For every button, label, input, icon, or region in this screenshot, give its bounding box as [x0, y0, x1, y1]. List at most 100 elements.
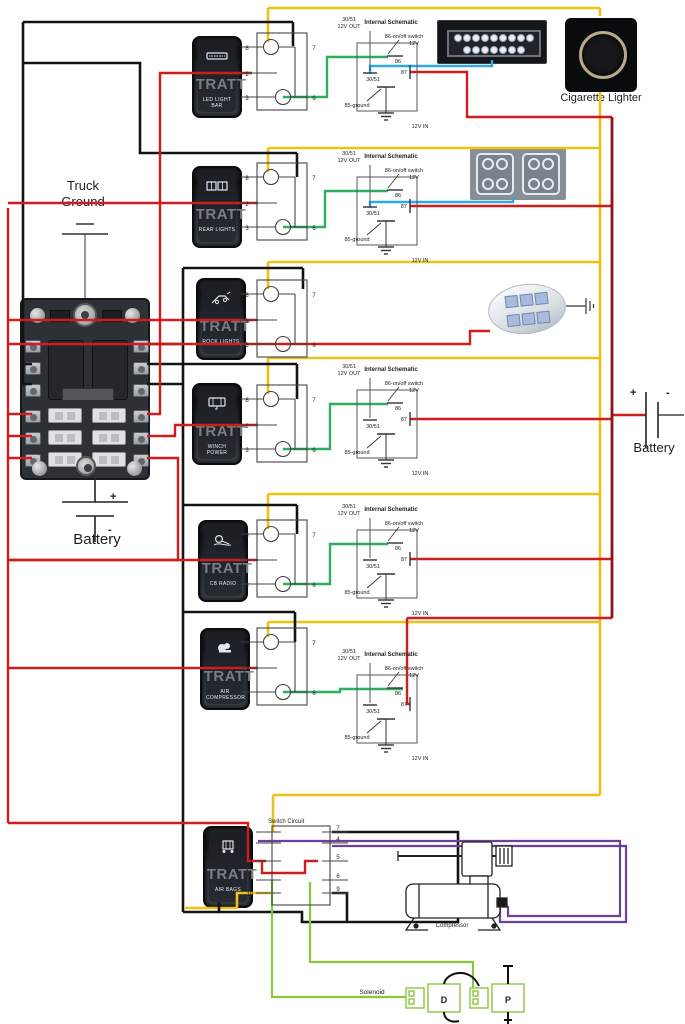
- rear-light-pod: [476, 153, 514, 195]
- switch-schematic-air-compressor: [240, 627, 317, 706]
- rocker-brand: TRATT: [201, 560, 253, 577]
- terminal: [133, 384, 149, 397]
- sc-pin-9: 9: [336, 887, 340, 893]
- compressor-label: Compressor: [436, 923, 469, 929]
- solenoid-air-lines: [443, 965, 513, 1024]
- terminal: [25, 432, 41, 445]
- battery-left-label: Battery: [73, 531, 121, 548]
- sc-pin-4: 4: [336, 837, 340, 843]
- brand-plate: [62, 388, 114, 401]
- rock-lights-icon: [211, 291, 231, 305]
- rock-light-image: [485, 280, 569, 338]
- lighter-socket-ring: [579, 31, 627, 79]
- compressor-drawing: [397, 841, 513, 931]
- solenoid-label: Solenoid: [359, 989, 385, 996]
- purple-compressor-wires: [258, 839, 628, 924]
- air-bags-icon: [222, 840, 234, 853]
- relay-led-light-bar: [336, 16, 430, 131]
- led-light-bar-icon: [206, 52, 228, 60]
- solenoid-p-label: P: [505, 995, 511, 1005]
- terminal: [25, 340, 41, 353]
- accessory-slot: [50, 310, 70, 322]
- screw-icon: [127, 461, 142, 476]
- rocker-label: REAR LIGHTS: [198, 227, 236, 233]
- truck-ground-symbol: [62, 223, 108, 298]
- terminal: [133, 410, 149, 423]
- terminal: [133, 362, 149, 375]
- fuse-block: [20, 298, 150, 480]
- battery-left-plus: +: [110, 491, 116, 503]
- fuse: [48, 430, 82, 445]
- rocker-switch-led-light-bar: TRATT LED LIGHT BAR: [192, 36, 246, 118]
- rocker-switch-air-compressor: TRATT AIR COMPRESSOR: [200, 628, 254, 710]
- sc-pin-6: 6: [336, 874, 340, 880]
- screw-icon: [125, 308, 140, 323]
- battery-right-label: Battery: [633, 440, 675, 455]
- rocker-label: CB RADIO: [209, 581, 237, 587]
- rocker-label: AIR BAGS: [214, 887, 242, 893]
- solenoid-d-label: D: [441, 995, 448, 1005]
- switch-schematic-rear-lights: [240, 162, 317, 241]
- accessory-slot: [102, 310, 122, 322]
- cb-radio-icon: [213, 534, 232, 546]
- rocker-face: TRATT CB RADIO: [202, 526, 252, 596]
- terminal: [25, 384, 41, 397]
- terminal: [25, 410, 41, 423]
- battery-right-minus: -: [666, 387, 670, 399]
- switch-schematic-cb-radio: [240, 519, 317, 598]
- sc-pin-5: 5: [336, 855, 340, 861]
- rocker-switch-air-bags: TRATT AIR BAGS: [203, 826, 257, 908]
- fuse: [92, 452, 126, 467]
- sc-pin-7: 7: [336, 826, 340, 832]
- fuse: [92, 408, 126, 423]
- rocker-face: TRATT LED LIGHT BAR: [196, 42, 246, 112]
- relay-air-compressor: [336, 648, 430, 763]
- screw-icon: [30, 308, 45, 323]
- terminal: [133, 340, 149, 353]
- fuse: [48, 408, 82, 423]
- winch-power-icon: [208, 397, 226, 410]
- solenoid-wires: [270, 880, 475, 999]
- air-compressor-icon: [218, 643, 231, 653]
- relay-rear-lights: [336, 150, 430, 265]
- rocker-switch-rock-lights: TRATT ROCK LIGHTS: [196, 278, 250, 360]
- rocker-brand: TRATT: [195, 206, 247, 223]
- yellow-power-wires: [185, 6, 602, 910]
- relay-winch-power: [336, 363, 430, 478]
- rocker-brand: TRATT: [195, 76, 247, 93]
- truck-ground-label: Truck Ground: [61, 178, 105, 209]
- terminal: [25, 362, 41, 375]
- rocker-face: TRATT WINCH POWER: [196, 389, 246, 459]
- relay-cb-radio: [336, 503, 430, 618]
- rocker-brand: TRATT: [203, 668, 255, 685]
- rocker-label: ROCK LIGHTS: [202, 339, 240, 345]
- solenoid-valves: [405, 983, 525, 1013]
- terminal: [133, 432, 149, 445]
- fuse: [92, 430, 126, 445]
- rocker-label: WINCH POWER: [206, 444, 228, 456]
- screw-icon: [32, 461, 47, 476]
- rocker-label: LED LIGHT BAR: [202, 97, 232, 109]
- switch-circuit-label: Switch Circuit: [268, 819, 305, 825]
- rocker-brand: TRATT: [206, 866, 258, 883]
- switch-circuit-connector: Switch Circuit 8 1 2 3 10 7 4 5 6 9: [247, 819, 348, 906]
- rocker-face: TRATT AIR BAGS: [207, 832, 257, 902]
- battery-right-plus: +: [630, 387, 636, 399]
- rocker-switch-cb-radio: TRATT CB RADIO: [198, 520, 252, 602]
- rocker-face: TRATT AIR COMPRESSOR: [204, 634, 254, 704]
- rear-light-pod: [522, 153, 560, 195]
- switch-schematic-led-light-bar: [240, 32, 317, 111]
- rocker-switch-winch-power: TRATT WINCH POWER: [192, 383, 246, 465]
- rocker-switch-rear-lights: TRATT REAR LIGHTS: [192, 166, 246, 248]
- rear-lights-icon: [206, 181, 228, 191]
- led-light-bar-image: [437, 20, 547, 64]
- rocker-face: TRATT ROCK LIGHTS: [200, 284, 250, 354]
- cigarette-lighter-label: Cigarette Lighter: [560, 92, 642, 104]
- ground-stud: [76, 456, 96, 476]
- main-power-stud: [73, 303, 97, 327]
- green-trigger-wires: [283, 55, 403, 694]
- rocker-brand: TRATT: [199, 318, 251, 335]
- cigarette-lighter-image: [565, 18, 637, 92]
